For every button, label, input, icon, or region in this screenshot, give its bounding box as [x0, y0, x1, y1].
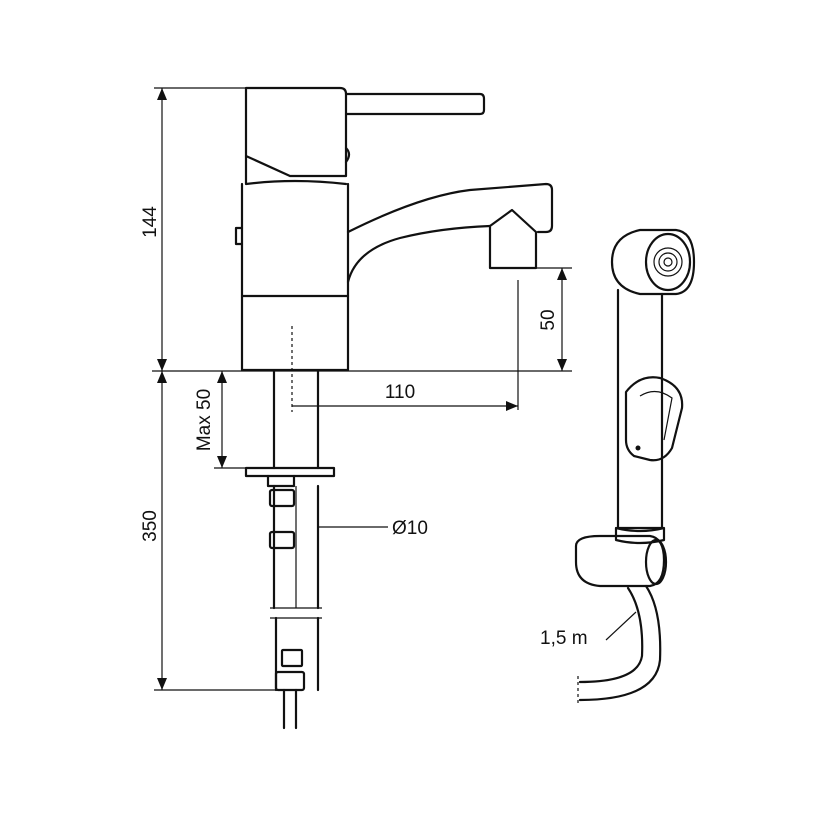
dimension-label-diameter: Ø10 — [392, 518, 428, 539]
dimension-max-deck: Max 50 — [194, 371, 246, 469]
faucet-rear-pin — [234, 226, 244, 246]
dimension-diameter: Ø10 — [318, 518, 428, 539]
dimension-total-height: 144 — [140, 87, 246, 371]
faucet-assembly — [234, 86, 554, 412]
shower-holder-knob — [644, 538, 668, 586]
shower-trigger — [624, 376, 684, 462]
shower-head — [610, 228, 696, 296]
dimension-label-hose-1-5m: 1,5 m — [540, 628, 588, 649]
shower-handle — [616, 288, 664, 530]
dimension-label-350: 350 — [140, 510, 161, 542]
faucet-lever — [344, 92, 486, 116]
dimension-label-max-50: Max 50 — [194, 389, 215, 451]
dimension-hose-length: 350 — [140, 371, 276, 691]
faucet-cap-knob — [344, 146, 351, 164]
pipe-fitting-upper — [268, 488, 296, 508]
faucet-main-body — [240, 182, 350, 372]
mounting-nut — [266, 474, 296, 488]
hose-connector-nut — [274, 670, 306, 692]
shower-trigger-pin — [635, 445, 641, 451]
shower-nozzle-ring-1 — [653, 247, 683, 277]
shower-nozzle-ring-3 — [663, 257, 673, 267]
faucet-aerator — [488, 208, 538, 270]
dimension-spout-clearance: 50 — [536, 267, 572, 371]
shower-collar — [614, 526, 666, 545]
shower-hose-outer — [578, 584, 662, 702]
shower-nozzle-ring-2 — [658, 252, 678, 272]
mounting-assembly — [152, 369, 572, 730]
dimension-label-110: 110 — [385, 382, 415, 403]
mounting-plate — [244, 466, 336, 478]
hose-connector-tail — [282, 688, 298, 730]
dimension-spout-reach: 110 — [292, 280, 519, 411]
hose-connector-hex — [280, 648, 304, 668]
shower-holder — [574, 534, 666, 588]
shower-hose-inner — [578, 586, 644, 684]
faucet-collar — [244, 154, 348, 186]
faucet-spout-underside — [346, 224, 492, 284]
hand-shower: 1,5 m — [540, 228, 696, 704]
faucet-spout — [346, 182, 554, 234]
shower-trigger-inner — [639, 390, 673, 441]
dimension-label-50: 50 — [538, 309, 559, 330]
dimension-label-144: 144 — [140, 206, 161, 238]
shower-nozzle-face — [644, 232, 692, 292]
faucet-handle-cap — [244, 86, 348, 178]
pipe-fitting-middle — [268, 530, 296, 550]
